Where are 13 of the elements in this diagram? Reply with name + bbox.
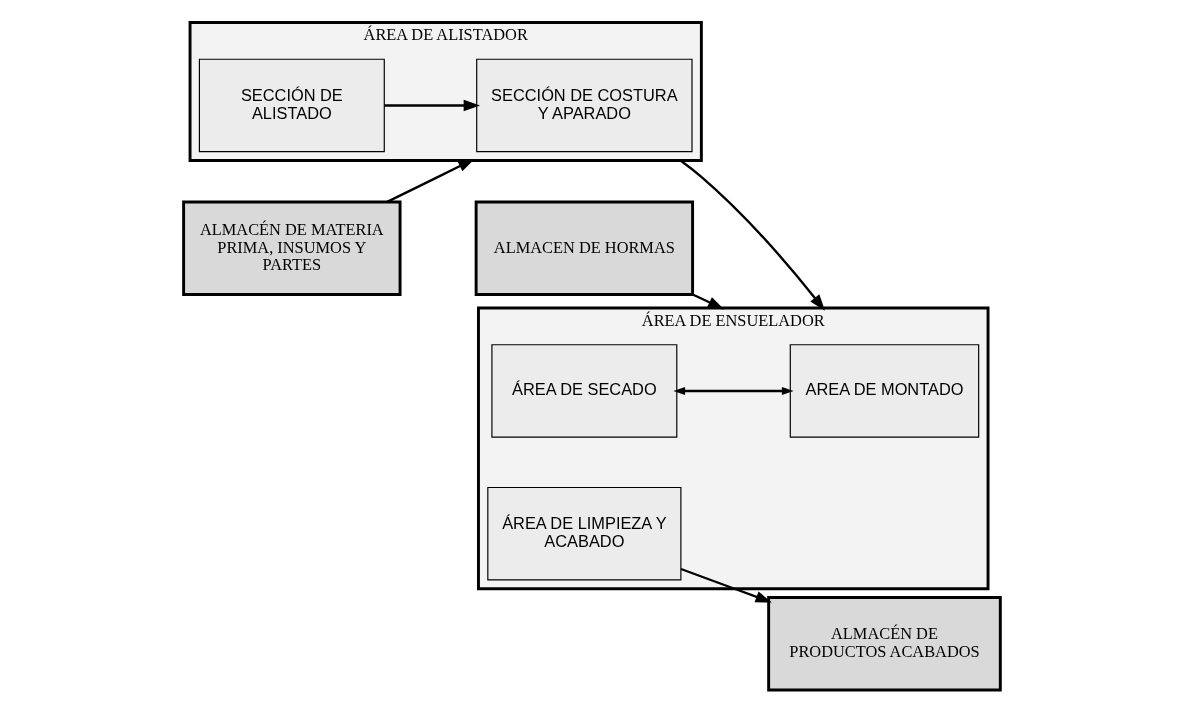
arrow: [692, 293, 725, 310]
node-box: AREA DE MONTADO: [789, 344, 980, 438]
node-box: SECCIÓN DE ALISTADO: [198, 58, 385, 153]
node-box: ÁREA DE SECADO: [491, 344, 678, 438]
node-box: ALMACÉN DE MATERIA PRIMA, INSUMOS Y PARTES: [182, 200, 402, 296]
arrow: [680, 567, 772, 603]
node-box: SECCIÓN DE COSTURA Y APARADO: [476, 58, 693, 153]
arrow: [673, 386, 794, 396]
node-box: ALMACEN DE HORMAS: [474, 200, 695, 296]
arrow: [679, 159, 825, 311]
node-box: ALMACÉN DE PRODUCTOS ACABADOS: [767, 596, 1002, 692]
arrow: [384, 99, 481, 112]
node-box: ÁREA DE LIMPIEZA Y ACABADO: [487, 486, 682, 581]
